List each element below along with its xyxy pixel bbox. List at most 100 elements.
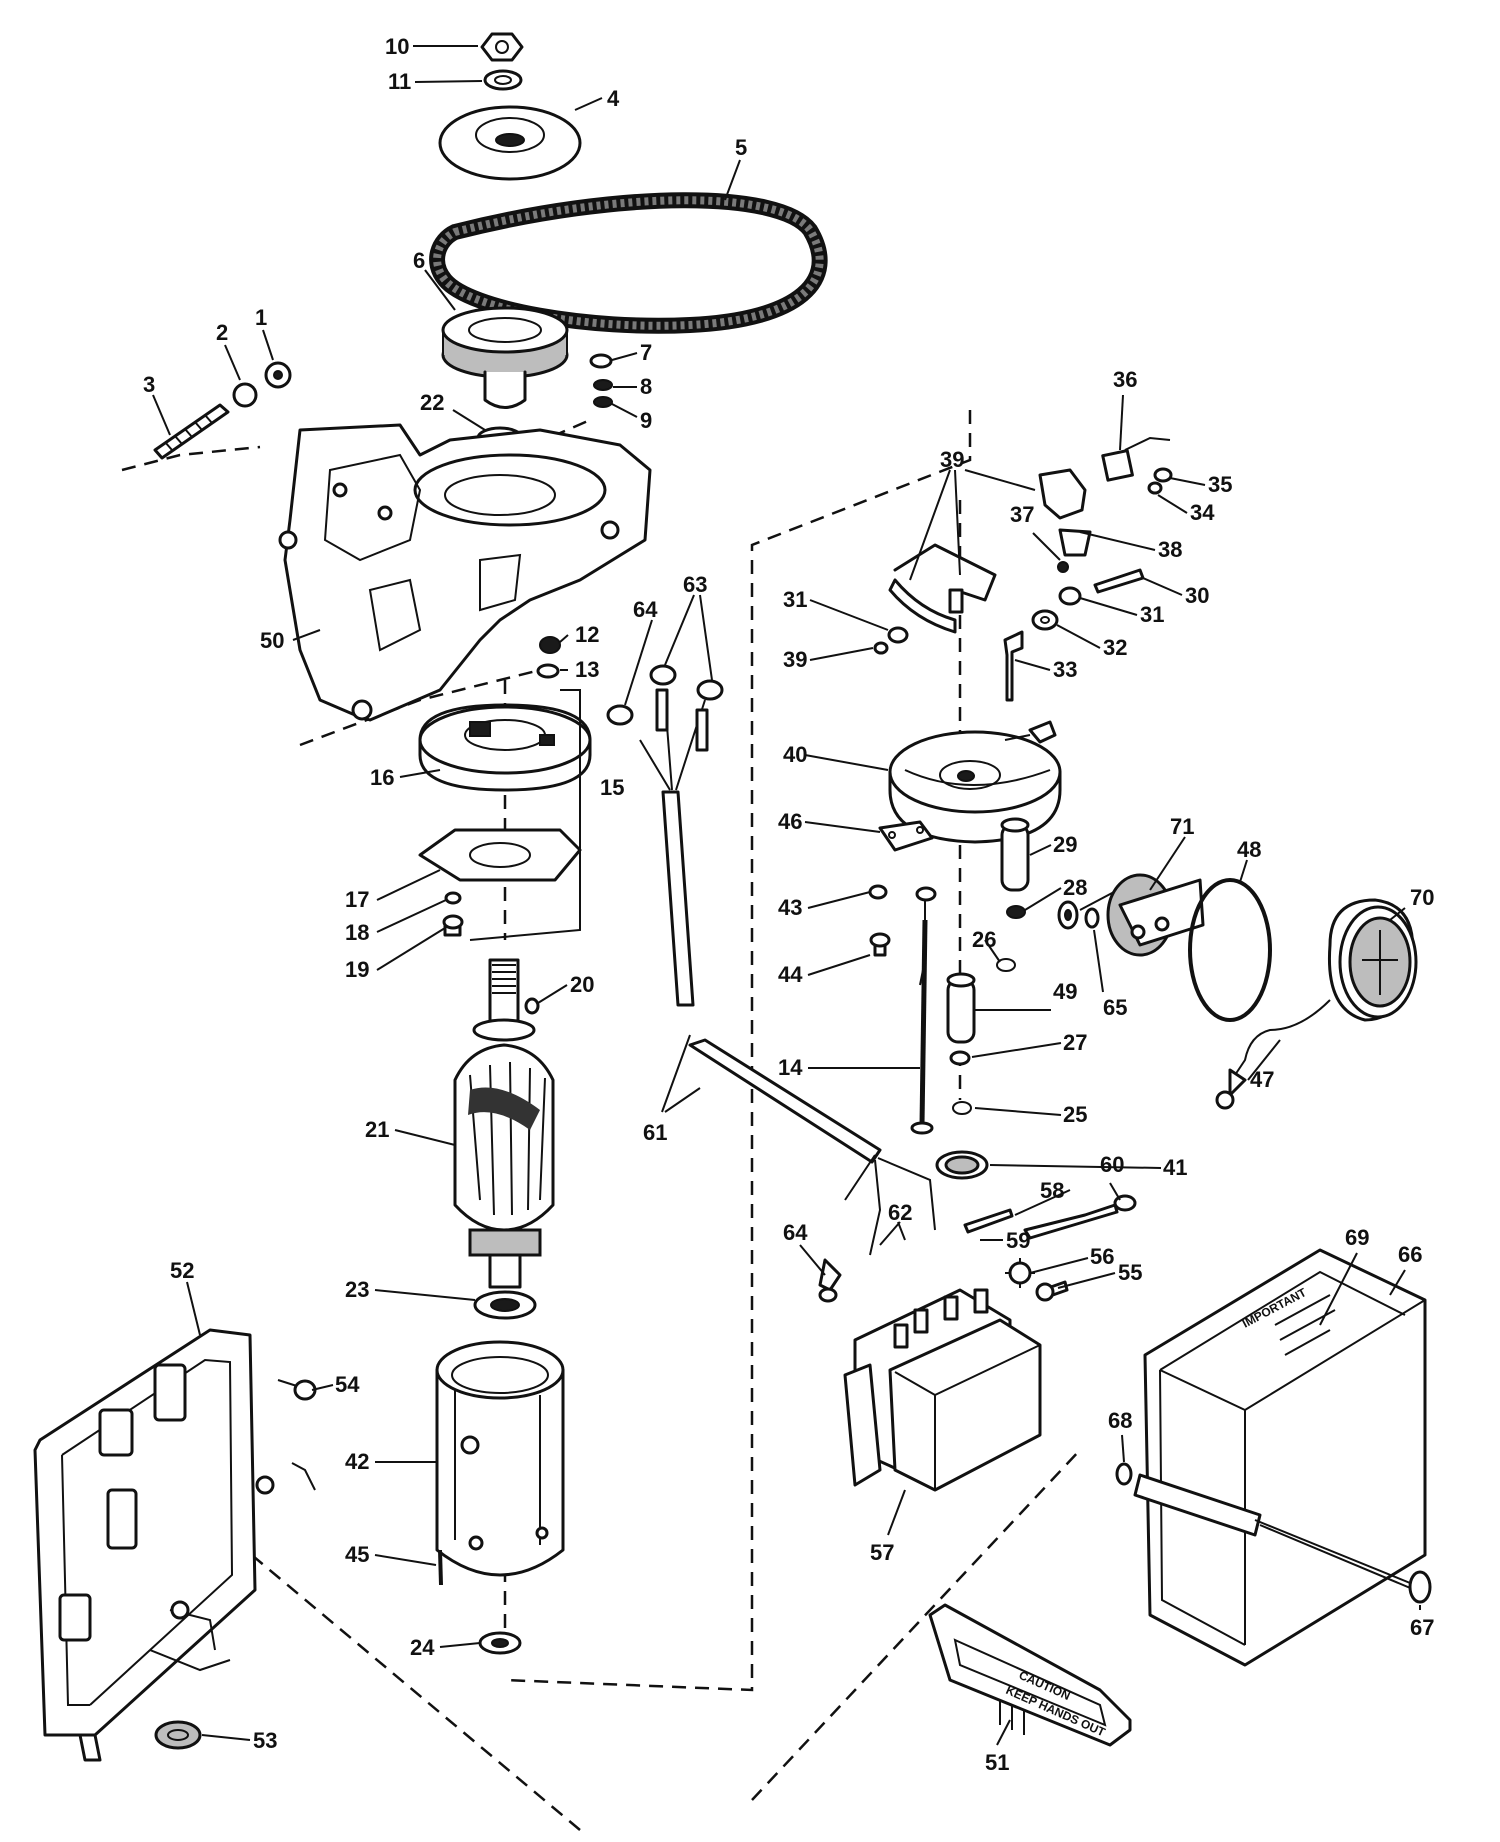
callout-64-b: 64 — [783, 1220, 808, 1245]
gauge-lead — [1215, 999, 1331, 1110]
callout-69: 69 — [1345, 1225, 1369, 1250]
callout-10: 10 — [385, 34, 409, 59]
callout-45: 45 — [345, 1542, 369, 1567]
pulley-nuts — [589, 353, 613, 408]
mounting-stud — [153, 361, 292, 460]
callout-46: 46 — [778, 809, 802, 834]
callout-30: 30 — [1185, 583, 1209, 608]
callout-57: 57 — [870, 1540, 894, 1565]
indicator-socket — [1106, 873, 1205, 957]
callout-25: 25 — [1063, 1102, 1087, 1127]
oil-seal — [935, 1150, 989, 1180]
callout-2: 2 — [216, 320, 228, 345]
callout-7: 7 — [640, 340, 652, 365]
brush-holder — [1101, 436, 1173, 495]
callout-48: 48 — [1237, 837, 1261, 862]
callout-27: 27 — [1063, 1030, 1087, 1055]
callout-leaders — [152, 45, 1421, 1746]
callout-32: 32 — [1103, 635, 1127, 660]
spacer-nuts — [949, 905, 1026, 1115]
callout-33: 33 — [1053, 657, 1077, 682]
callout-22: 22 — [420, 390, 444, 415]
callout-4: 4 — [607, 86, 620, 111]
adjusting-screw — [1031, 568, 1145, 631]
callout-28: 28 — [1063, 875, 1087, 900]
callout-60: 60 — [1100, 1152, 1124, 1177]
callout-29: 29 — [1053, 832, 1077, 857]
terminal-clip — [873, 543, 997, 655]
regulator-hardware — [1005, 1258, 1069, 1302]
housing-nut — [478, 1631, 522, 1655]
retainer-plate — [418, 828, 582, 937]
callout-56: 56 — [1090, 1244, 1114, 1269]
alternator-bracket — [278, 423, 652, 722]
spacer-sleeve-upper — [1000, 817, 1030, 892]
rubber-grommet — [154, 1720, 202, 1750]
top-nut — [480, 32, 524, 62]
callout-39: 39 — [940, 447, 964, 472]
callout-36: 36 — [1113, 367, 1137, 392]
rotor — [453, 958, 555, 1289]
rotor-bearing — [473, 1290, 537, 1320]
callout-13: 13 — [575, 657, 599, 682]
callout-64: 64 — [633, 597, 658, 622]
callout-38: 38 — [1158, 537, 1182, 562]
callout-16: 16 — [370, 765, 394, 790]
callout-42: 42 — [345, 1449, 369, 1474]
callout-63: 63 — [683, 572, 707, 597]
callout-1: 1 — [255, 305, 267, 330]
callout-34: 34 — [1190, 500, 1215, 525]
woodruff-key — [524, 997, 540, 1015]
bracket-pin — [1003, 630, 1024, 702]
enclosure-screw — [277, 1379, 317, 1401]
callout-52: 52 — [170, 1258, 194, 1283]
end-housing — [418, 703, 592, 792]
callout-5: 5 — [735, 135, 747, 160]
charge-indicator-gauge — [1327, 898, 1418, 1022]
callout-15: 15 — [600, 775, 624, 800]
callout-23: 23 — [345, 1277, 369, 1302]
callout-9: 9 — [640, 408, 652, 433]
through-bolt — [910, 886, 937, 1135]
callout-53: 53 — [253, 1728, 277, 1753]
end-plate-gasket — [868, 820, 934, 957]
callout-20: 20 — [570, 972, 594, 997]
callout-18: 18 — [345, 920, 369, 945]
lamp-hardware — [1057, 900, 1100, 930]
cover-bolt — [1133, 1473, 1432, 1604]
callout-50: 50 — [260, 628, 284, 653]
callout-6: 6 — [413, 248, 425, 273]
callout-21: 21 — [365, 1117, 389, 1142]
stator-housing — [435, 1340, 565, 1577]
callout-58: 58 — [1040, 1178, 1064, 1203]
callout-44: 44 — [778, 962, 803, 987]
callout-71: 71 — [1170, 814, 1194, 839]
regulator-cover: IMPORTANT — [1143, 1248, 1427, 1667]
warning-plate: CAUTION KEEP HANDS OUT — [928, 1603, 1132, 1747]
callout-26: 26 — [972, 927, 996, 952]
callout-47: 47 — [1250, 1067, 1274, 1092]
callout-31-b: 31 — [783, 587, 807, 612]
callout-41: 41 — [1163, 1155, 1187, 1180]
callout-14: 14 — [778, 1055, 803, 1080]
callout-49: 49 — [1053, 979, 1077, 1004]
callout-66: 66 — [1398, 1242, 1422, 1267]
callout-70: 70 — [1410, 885, 1434, 910]
callout-43: 43 — [778, 895, 802, 920]
spacer-sleeve-lower — [946, 972, 976, 1044]
callout-12: 12 — [575, 622, 599, 647]
callout-24: 24 — [410, 1635, 435, 1660]
cover-washer — [1115, 1462, 1133, 1486]
dowel-pin — [438, 1549, 443, 1586]
voltage-regulator — [843, 1288, 1042, 1492]
callout-37: 37 — [1010, 502, 1034, 527]
callout-17: 17 — [345, 887, 369, 912]
callout-59: 59 — [1006, 1228, 1030, 1253]
enclosure-base — [33, 1328, 275, 1762]
callout-65: 65 — [1103, 995, 1127, 1020]
callout-51: 51 — [985, 1750, 1009, 1775]
wiring-harness — [606, 664, 936, 1303]
callout-3: 3 — [143, 372, 155, 397]
callout-68: 68 — [1108, 1408, 1132, 1433]
